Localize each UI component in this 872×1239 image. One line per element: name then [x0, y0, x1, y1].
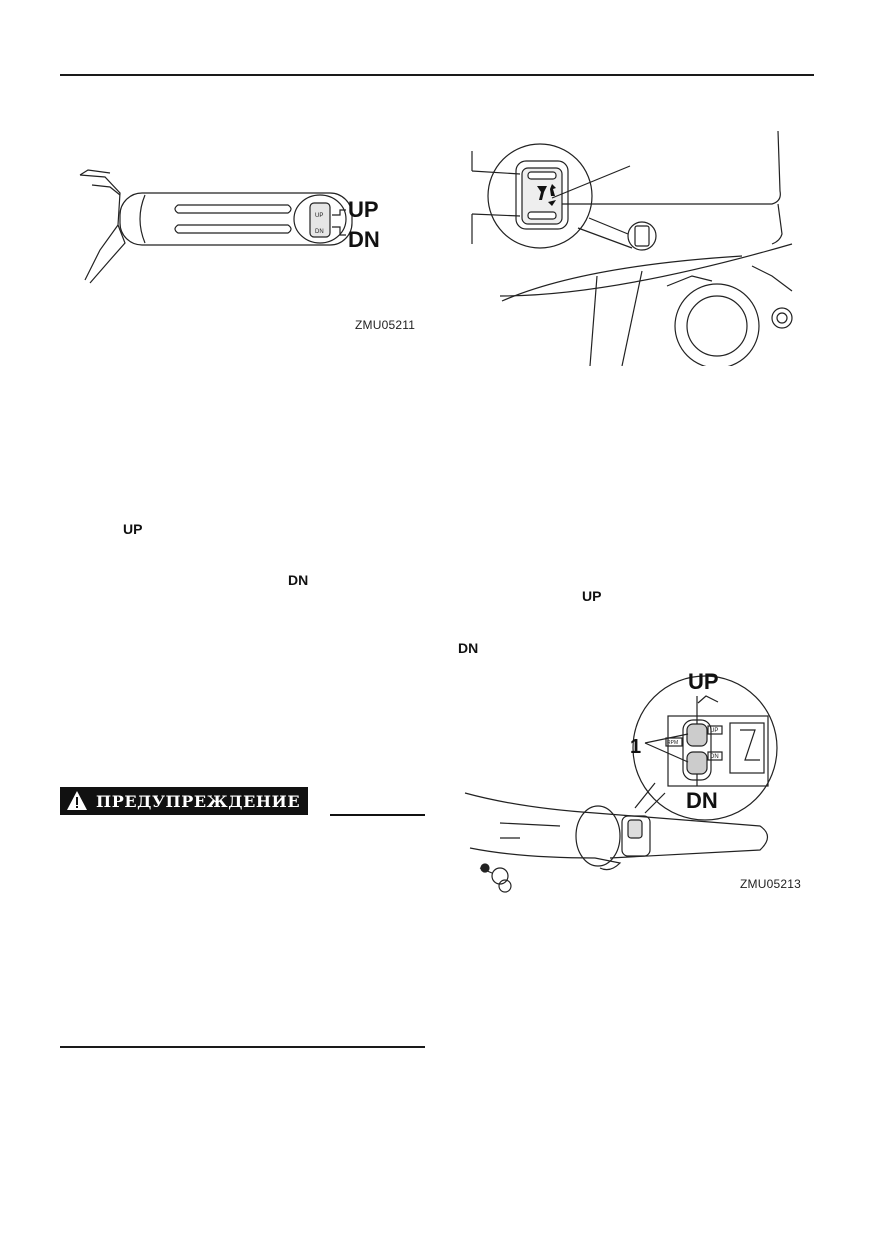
text-up-label-2: UP — [582, 588, 602, 604]
label-down: DN — [686, 788, 718, 813]
label-up: UP — [688, 669, 719, 694]
figure1-code: ZMU05211 — [355, 318, 416, 332]
switch-down-mark: DN — [315, 229, 324, 235]
label-down: DN — [348, 227, 380, 252]
figure-cowling-switch — [471, 130, 793, 366]
figure3-code: ZMU05213 — [740, 877, 801, 891]
rpm-mark: RPM — [667, 740, 678, 746]
callout-number: 1 — [630, 736, 641, 758]
text-dn-label: DN — [288, 572, 309, 588]
switch-up-mark: UP — [315, 213, 323, 219]
button-down-mark: DN — [710, 754, 719, 760]
button-up-mark: UP — [710, 728, 718, 734]
warning-header: ПРЕДУПРЕЖДЕНИЕ — [60, 787, 309, 815]
warning-underline — [330, 814, 425, 816]
top-rule — [60, 74, 814, 76]
figure-remote-control: UP DN 1 UP DN RPM — [464, 669, 778, 893]
text-up-label: UP — [123, 521, 143, 537]
figure-tiller-handle: UP DN UP DN — [79, 169, 380, 284]
label-up: UP — [348, 197, 379, 222]
text-dn-label-2: DN — [458, 640, 479, 656]
warning-box: ПРЕДУПРЕЖДЕНИЕ — [60, 787, 309, 815]
bottom-rule — [60, 1046, 425, 1048]
warning-triangle-icon — [67, 791, 87, 810]
warning-title: ПРЕДУПРЕЖДЕНИЕ — [96, 791, 301, 811]
